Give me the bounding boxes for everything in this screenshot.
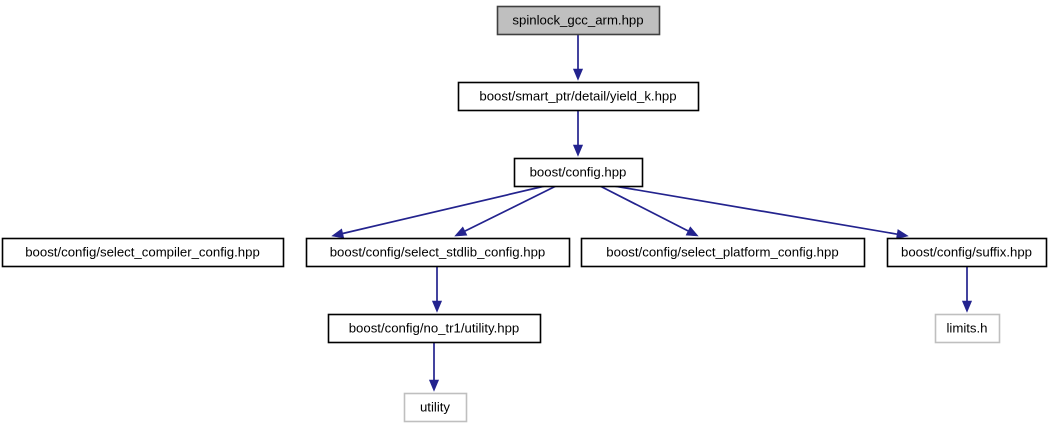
graph-node-limits_h[interactable]: limits.h [934, 313, 1001, 344]
node-label: boost/config/suffix.hpp [901, 244, 1032, 259]
graph-edge [428, 342, 440, 392]
node-box[interactable] [1, 237, 285, 268]
node-box[interactable] [305, 237, 571, 268]
graph-edge [331, 185, 546, 239]
graph-node-config[interactable]: boost/config.hpp [513, 157, 644, 188]
graph-node-select_platform_config[interactable]: boost/config/select_platform_config.hpp [580, 237, 866, 268]
edge-line [464, 185, 557, 232]
node-label: boost/config.hpp [530, 164, 627, 179]
node-box[interactable] [513, 157, 644, 188]
node-label: utility [420, 399, 450, 414]
edge-arrowhead-icon [961, 300, 973, 313]
node-box[interactable] [327, 313, 542, 344]
node-label: boost/config/select_compiler_config.hpp [25, 244, 260, 259]
node-label: boost/config/select_platform_config.hpp [606, 244, 838, 259]
graph-edge [454, 185, 557, 237]
graph-edge [572, 34, 584, 81]
edge-line [342, 185, 546, 235]
graph-edges [331, 34, 973, 392]
node-box[interactable] [886, 237, 1048, 268]
graph-node-no_tr1_utility[interactable]: boost/config/no_tr1/utility.hpp [327, 313, 542, 344]
edge-arrowhead-icon [685, 226, 699, 237]
edge-arrowhead-icon [331, 228, 345, 239]
edge-line [613, 185, 898, 235]
graph-node-suffix[interactable]: boost/config/suffix.hpp [886, 237, 1048, 268]
edge-arrowhead-icon [896, 229, 909, 240]
node-box[interactable] [496, 5, 661, 36]
edge-arrowhead-icon [428, 379, 440, 392]
node-box[interactable] [934, 313, 1001, 344]
graph-edge [572, 110, 584, 157]
edge-arrowhead-icon [431, 300, 443, 313]
graph-node-select_stdlib_config[interactable]: boost/config/select_stdlib_config.hpp [305, 237, 571, 268]
graph-node-select_compiler_config[interactable]: boost/config/select_compiler_config.hpp [1, 237, 285, 268]
graph-edge [613, 185, 909, 240]
edge-arrowhead-icon [572, 68, 584, 81]
graph-node-spinlock_gcc_arm[interactable]: spinlock_gcc_arm.hpp [496, 5, 661, 36]
graph-edge [431, 266, 443, 313]
node-box[interactable] [580, 237, 866, 268]
node-label: boost/config/select_stdlib_config.hpp [330, 244, 546, 259]
node-box[interactable] [457, 81, 700, 112]
node-label: boost/smart_ptr/detail/yield_k.hpp [479, 88, 676, 103]
edge-line [599, 185, 689, 232]
graph-node-yield_k[interactable]: boost/smart_ptr/detail/yield_k.hpp [457, 81, 700, 112]
graph-nodes: spinlock_gcc_arm.hpp boost/smart_ptr/deta… [1, 5, 1048, 423]
graph-edge [599, 185, 699, 237]
node-label: limits.h [946, 320, 987, 335]
graph-node-utility[interactable]: utility [403, 392, 468, 423]
edge-arrowhead-icon [454, 226, 468, 237]
graph-edge [961, 266, 973, 313]
node-label: boost/config/no_tr1/utility.hpp [349, 320, 520, 335]
node-box[interactable] [403, 392, 468, 423]
edge-arrowhead-icon [572, 144, 584, 157]
node-label: spinlock_gcc_arm.hpp [512, 12, 643, 27]
